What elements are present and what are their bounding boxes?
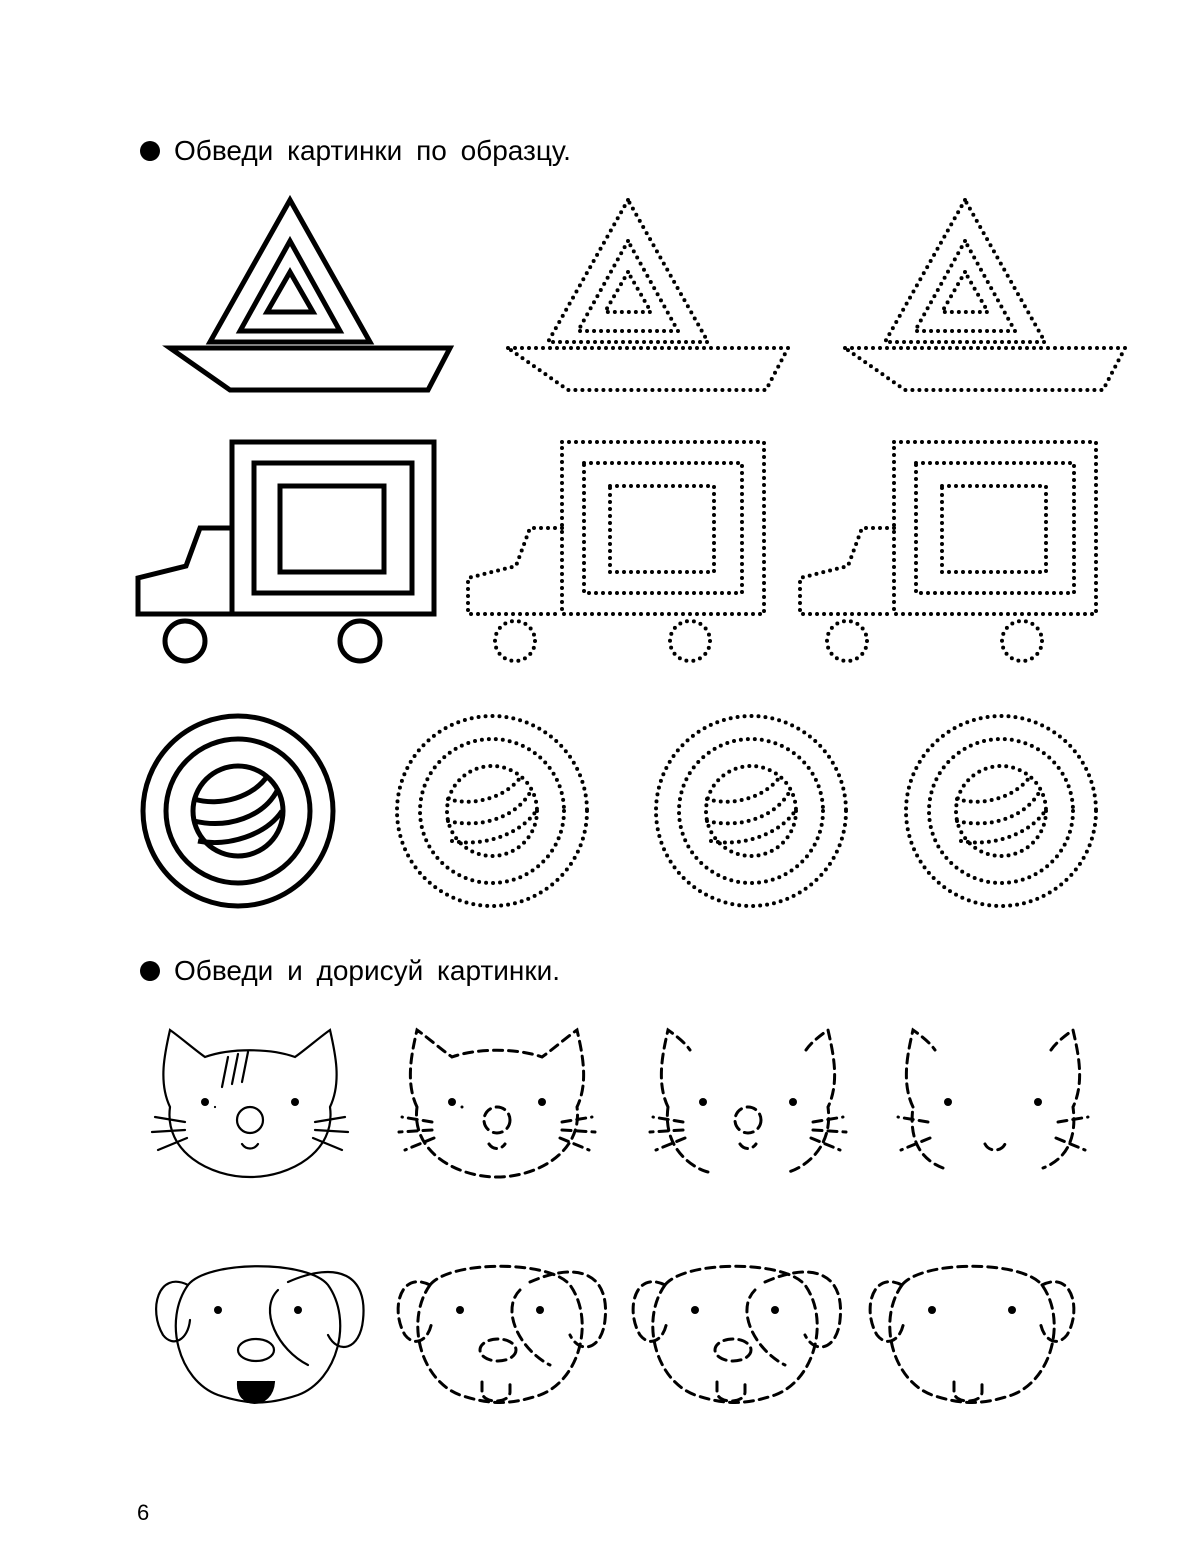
target-tracing-2 [654,714,848,908]
truck-tracing-2 [798,440,1098,663]
cat-tracing-1 [397,1028,597,1179]
instruction-1: Обведи картинки по образцу. [140,135,571,167]
cat-tracing-2 [648,1027,848,1174]
truck-sample [138,442,434,661]
bullet-icon [140,141,160,161]
instruction-2: Обведи и дорисуй картинки. [140,955,560,987]
boat-tracing-2 [843,198,1127,392]
boat-sample [170,200,450,390]
instruction-2-text: Обведи и дорисуй картинки. [174,955,561,986]
cat-sample [150,1028,350,1179]
truck-tracing-1 [466,440,766,663]
boat-tracing-1 [506,198,790,392]
instruction-1-text: Обведи картинки по образцу. [174,135,571,166]
cat-tracing-3 [896,1027,1090,1170]
target-sample [143,716,333,906]
page-number: 6 [137,1500,150,1525]
dog-sample [155,1265,365,1404]
bullet-icon [140,961,160,981]
dog-tracing-1 [396,1264,608,1404]
target-tracing-3 [904,714,1098,908]
dog-tracing-2 [631,1264,843,1404]
target-tracing-1 [395,714,589,908]
dog-tracing-3 [868,1264,1076,1404]
